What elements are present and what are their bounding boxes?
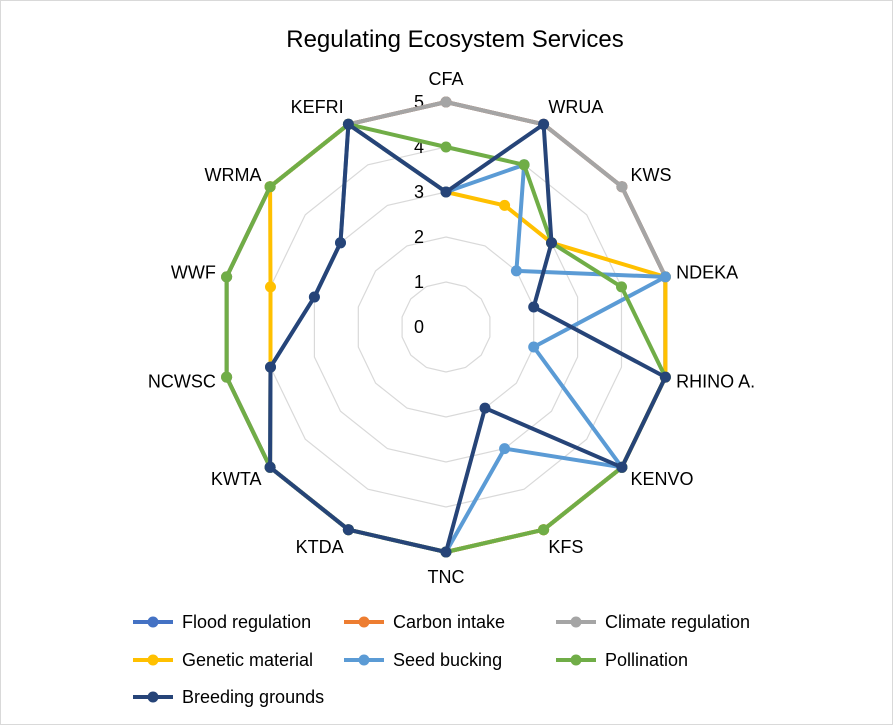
legend-label: Breeding grounds	[182, 687, 324, 707]
data-point	[440, 96, 452, 108]
category-label: WRMA	[205, 165, 262, 185]
data-point	[440, 186, 452, 198]
category-label: NCWSC	[148, 371, 216, 391]
category-label: KWS	[631, 165, 672, 185]
legend-item: Climate regulation	[556, 612, 750, 632]
series-line	[268, 122, 668, 554]
data-point	[308, 291, 320, 303]
legend: Flood regulation Carbon intake Climate reg…	[133, 612, 750, 707]
data-point	[528, 341, 540, 353]
data-point	[440, 141, 452, 153]
series-4	[264, 118, 671, 558]
legend-item: Carbon intake	[344, 612, 505, 632]
legend-swatch-marker	[147, 691, 159, 703]
category-label: KFS	[548, 537, 583, 557]
grid-ring-2	[357, 236, 535, 418]
legend-label: Genetic material	[182, 650, 313, 670]
series-line	[268, 122, 668, 554]
data-point	[264, 461, 276, 473]
data-point	[528, 301, 540, 313]
legend-swatch-marker	[147, 654, 159, 666]
data-point	[479, 402, 491, 414]
category-label: WWF	[171, 263, 216, 283]
category-label: WRUA	[548, 97, 603, 117]
data-point	[510, 265, 522, 277]
category-label: NDEKA	[676, 263, 738, 283]
data-point	[499, 443, 511, 455]
legend-item: Breeding grounds	[133, 687, 324, 707]
legend-swatch-marker	[358, 654, 370, 666]
data-point	[518, 159, 530, 171]
legend-swatch-marker	[570, 616, 582, 628]
legend-item: Pollination	[556, 650, 688, 670]
data-point	[616, 181, 628, 193]
data-point	[265, 361, 276, 373]
data-point	[440, 546, 452, 558]
legend-item: Flood regulation	[133, 612, 311, 632]
legend-label: Climate regulation	[605, 612, 750, 632]
tick-label: 5	[414, 92, 424, 112]
data-point	[264, 181, 276, 193]
category-label: RHINO A.	[676, 371, 755, 391]
data-point	[616, 461, 628, 473]
legend-label: Pollination	[605, 650, 688, 670]
category-label: CFA	[428, 69, 463, 89]
chart-title: Regulating Ecosystem Services	[286, 26, 623, 53]
category-label: KENVO	[631, 469, 694, 489]
data-point	[335, 237, 346, 249]
data-point	[538, 524, 550, 536]
data-point	[342, 524, 354, 536]
data-point	[221, 371, 233, 383]
data-point	[342, 118, 354, 130]
series-layer	[221, 96, 671, 558]
data-point	[546, 237, 557, 249]
legend-swatch-marker	[358, 616, 370, 628]
legend-label: Seed bucking	[393, 650, 502, 670]
category-label: KTDA	[296, 537, 344, 557]
data-point	[659, 271, 671, 283]
legend-swatch-marker	[570, 654, 582, 666]
legend-label: Flood regulation	[182, 612, 311, 632]
legend-item: Seed bucking	[344, 650, 502, 670]
category-label: KEFRI	[291, 97, 344, 117]
series-2	[221, 96, 671, 558]
data-point	[499, 199, 511, 211]
legend-swatch-marker	[147, 616, 159, 628]
legend-item: Genetic material	[133, 650, 313, 670]
category-label: TNC	[428, 567, 465, 587]
series-0	[221, 96, 671, 558]
data-point	[538, 118, 550, 130]
legend-label: Carbon intake	[393, 612, 505, 632]
data-point	[265, 281, 276, 293]
tick-label: 3	[414, 182, 424, 202]
series-6	[264, 118, 671, 558]
series-line	[268, 122, 668, 554]
tick-label: 1	[414, 272, 424, 292]
tick-label: 4	[414, 137, 424, 157]
data-point	[221, 271, 233, 283]
tick-labels: 0 1 2 3 4 5	[414, 92, 424, 337]
series-1	[221, 96, 671, 558]
data-point	[616, 281, 627, 293]
category-labels: CFA WRUA KWS NDEKA RHINO A. KENVO KFS TNC KTDA KW…	[148, 69, 755, 587]
category-label: KWTA	[211, 469, 262, 489]
tick-label: 0	[414, 317, 424, 337]
data-point	[659, 371, 671, 383]
grid-ring-4	[269, 146, 623, 508]
tick-label: 2	[414, 227, 424, 247]
grid-ring-1	[401, 281, 491, 373]
